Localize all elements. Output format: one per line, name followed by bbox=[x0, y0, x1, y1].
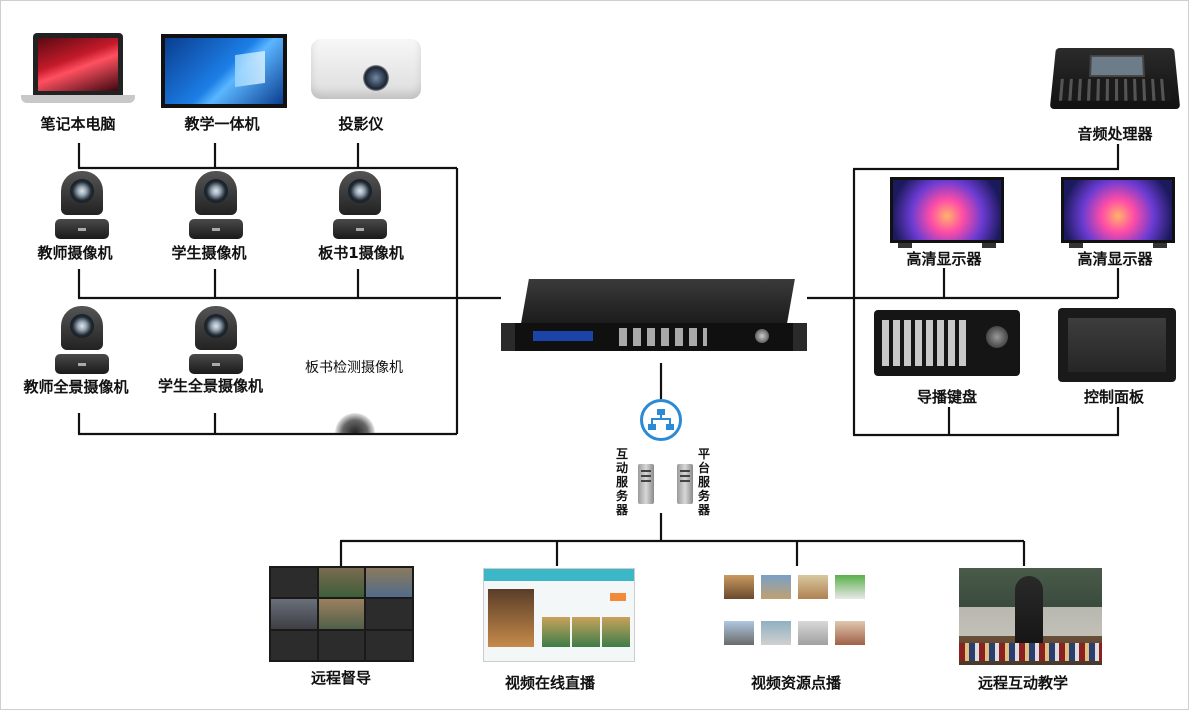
label-director-keyboard: 导播键盘 bbox=[916, 388, 978, 406]
board-detection-camera-shadow bbox=[335, 413, 375, 433]
label-video-on-demand: 视频资源点播 bbox=[750, 674, 842, 692]
label-board-camera: 板书1摄像机 bbox=[318, 244, 404, 262]
label-teacher-camera: 教师摄像机 bbox=[37, 244, 113, 262]
tv-display-icon bbox=[1061, 177, 1175, 249]
label-platform-server: 平台服务器 bbox=[697, 447, 710, 517]
server-icon bbox=[677, 464, 693, 504]
laptop-icon bbox=[21, 33, 135, 105]
label-remote-supervision: 远程督导 bbox=[310, 669, 372, 687]
label-teacher-panorama-camera: 教师全景摄像机 bbox=[23, 378, 129, 396]
remote-supervision-thumbnail bbox=[269, 566, 414, 662]
audio-mixer-icon bbox=[1049, 37, 1181, 117]
label-remote-interactive-teaching: 远程互动教学 bbox=[977, 674, 1069, 692]
ptz-camera-icon bbox=[53, 306, 111, 374]
label-board-detection-camera: 板书检测摄像机 bbox=[305, 360, 403, 376]
projector-icon bbox=[311, 29, 421, 109]
ptz-camera-icon bbox=[331, 171, 389, 239]
label-laptop: 笔记本电脑 bbox=[40, 115, 116, 133]
tv-display-icon bbox=[890, 177, 1004, 249]
label-control-panel: 控制面板 bbox=[1083, 388, 1145, 406]
live-streaming-thumbnail bbox=[483, 568, 635, 662]
director-keyboard-icon bbox=[874, 310, 1020, 376]
control-panel-icon bbox=[1058, 308, 1176, 382]
label-audio-processor: 音频处理器 bbox=[1077, 125, 1153, 143]
vod-thumbnail bbox=[721, 571, 873, 663]
ptz-camera-icon bbox=[187, 171, 245, 239]
remote-teaching-thumbnail bbox=[959, 568, 1102, 665]
recording-host-icon bbox=[501, 279, 807, 355]
label-student-camera: 学生摄像机 bbox=[171, 244, 247, 262]
label-interactive-server: 互动服务器 bbox=[615, 447, 628, 517]
label-student-panorama-camera: 学生全景摄像机 bbox=[158, 377, 264, 395]
label-all-in-one: 教学一体机 bbox=[184, 115, 260, 133]
label-live-streaming: 视频在线直播 bbox=[504, 674, 596, 692]
all-in-one-icon bbox=[161, 34, 287, 108]
label-hd-display-1: 高清显示器 bbox=[906, 250, 982, 268]
server-icon bbox=[638, 464, 654, 504]
ptz-camera-icon bbox=[53, 171, 111, 239]
label-hd-display-2: 高清显示器 bbox=[1077, 250, 1153, 268]
ptz-camera-icon bbox=[187, 306, 245, 374]
label-projector: 投影仪 bbox=[338, 115, 384, 133]
network-hub-icon bbox=[640, 399, 682, 441]
